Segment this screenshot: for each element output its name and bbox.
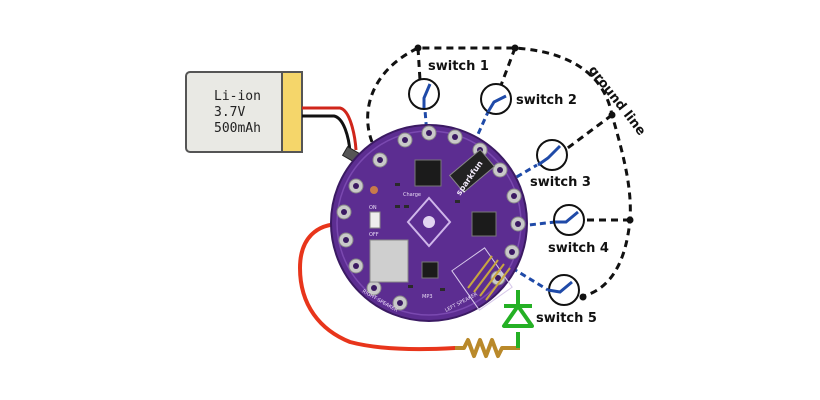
smd-components <box>395 183 460 291</box>
battery-wire-red <box>302 106 358 151</box>
ground-node-3 <box>608 111 616 119</box>
silk-charge: Charge <box>403 192 421 198</box>
power-switch <box>369 211 381 229</box>
ground-node-5 <box>579 293 587 301</box>
chip-bottom <box>421 261 439 279</box>
battery-terminal-end <box>281 71 303 153</box>
lilypad-board: sparkfun Charge ON OFF MP3 LEFT SPEAKER … <box>330 124 528 322</box>
switch-2-lever <box>486 94 507 113</box>
switch-1-circle <box>408 78 440 110</box>
ground-node-2 <box>511 44 519 52</box>
usb-connector <box>448 149 496 193</box>
switch-3-label: switch 3 <box>530 175 591 190</box>
switch-5[interactable]: switch 5 <box>536 274 597 326</box>
switch-2-label: switch 2 <box>516 93 577 108</box>
switch-2-circle <box>480 83 512 115</box>
switch-2[interactable]: switch 2 <box>480 83 577 115</box>
battery-capacity: 500mAh <box>214 121 261 136</box>
sd-card-slot <box>369 239 409 283</box>
diode <box>502 290 534 348</box>
switch-5-label: switch 5 <box>536 311 597 326</box>
blue-wire-1 <box>423 109 430 149</box>
ground-node-4 <box>626 216 634 224</box>
switch-3-lever <box>537 144 562 167</box>
silk-off: OFF <box>369 232 379 238</box>
blue-wire-5 <box>511 266 549 292</box>
silk-on: ON <box>369 205 377 211</box>
battery-wire-black <box>302 114 352 153</box>
battery-type: Li-ion <box>214 89 261 104</box>
ground-line-loop <box>366 46 632 299</box>
switch-1-lever <box>422 83 432 108</box>
switch-1[interactable]: switch 1 <box>408 59 489 110</box>
chip-right <box>471 211 497 237</box>
blue-wire-2 <box>468 111 490 153</box>
joystick-outline <box>406 196 452 248</box>
joystick <box>423 216 435 228</box>
ground-node-1 <box>414 44 422 52</box>
header-pins <box>451 247 513 311</box>
ground-branch-2 <box>498 47 517 89</box>
red-wire <box>297 221 457 352</box>
silk-mp3: MP3 <box>422 294 433 300</box>
switch-5-lever <box>547 280 573 294</box>
switch-4-label: switch 4 <box>548 241 609 256</box>
resistor <box>455 338 520 358</box>
switch-4[interactable]: switch 4 <box>548 204 609 256</box>
ground-branch-3 <box>564 113 613 152</box>
switch-1-label: switch 1 <box>428 59 489 74</box>
led <box>370 186 378 194</box>
switch-4-lever <box>555 210 579 224</box>
ground-branch-1 <box>416 47 422 81</box>
switch-3[interactable]: switch 3 <box>530 139 591 190</box>
battery-voltage: 3.7V <box>214 105 245 120</box>
chip-top <box>414 159 442 187</box>
